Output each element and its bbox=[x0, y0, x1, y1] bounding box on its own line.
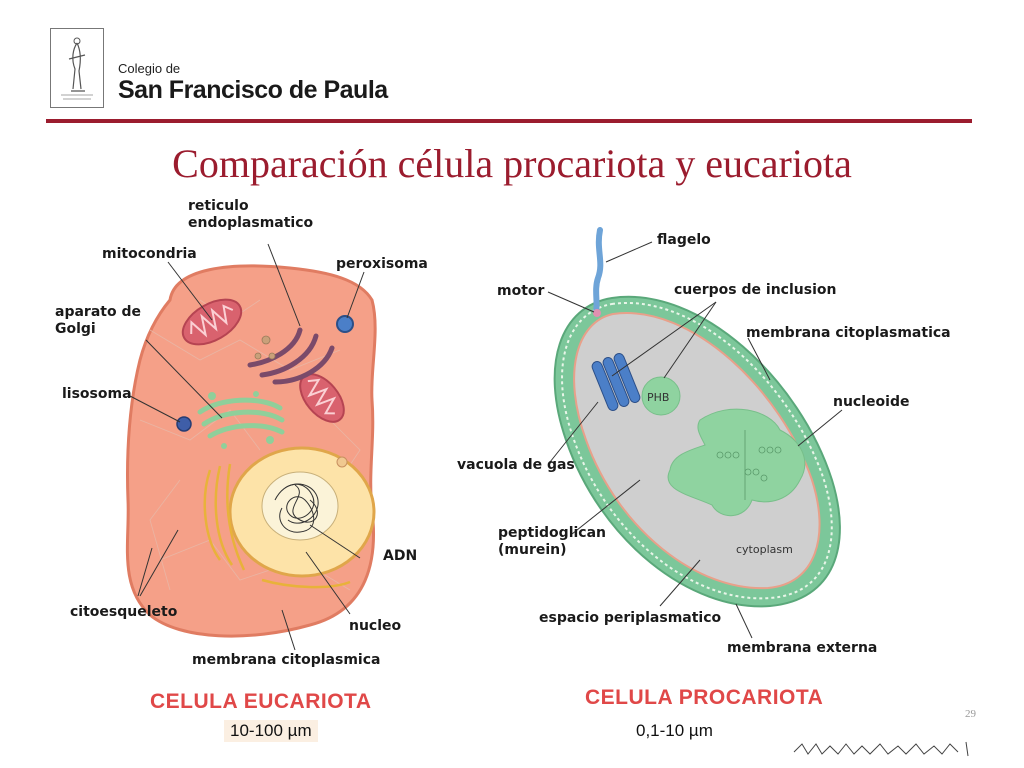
label-peroxisoma: peroxisoma bbox=[336, 256, 428, 272]
label-reticulo-endoplasmatico: reticulo endoplasmatico bbox=[188, 198, 314, 231]
mitochondrion bbox=[181, 298, 243, 346]
nucleoid bbox=[667, 408, 806, 517]
school-name: San Francisco de Paula bbox=[118, 76, 388, 104]
label-motor: motor bbox=[497, 283, 545, 299]
label-cuerpos-inclusion: cuerpos de inclusion bbox=[674, 282, 837, 298]
school-logo bbox=[50, 28, 104, 108]
nucleolus bbox=[261, 471, 339, 541]
school-name-line1: Colegio de bbox=[118, 61, 181, 76]
header-divider bbox=[46, 119, 972, 123]
label-membrana-externa: membrana externa bbox=[727, 640, 878, 656]
phb-granule bbox=[641, 376, 681, 416]
label-adn: ADN bbox=[383, 548, 418, 564]
eukaryote-leader-lines bbox=[129, 243, 365, 651]
label-lisosoma: lisosoma bbox=[62, 386, 132, 402]
lysosome bbox=[176, 416, 192, 432]
label-membrana-citoplasmatica: membrana citoplasmatica bbox=[746, 325, 951, 341]
slide-number: 29 bbox=[965, 708, 976, 720]
label-cytoplasm: cytoplasm bbox=[736, 543, 793, 556]
cytoskeleton-fibers bbox=[203, 463, 351, 589]
peroxisome bbox=[336, 315, 354, 333]
decorative-signature bbox=[793, 741, 969, 757]
label-flagelo: flagelo bbox=[657, 232, 711, 248]
size-eukaryote: 10-100 µm bbox=[224, 720, 318, 742]
prokaryote-leader-lines bbox=[547, 241, 843, 639]
label-citoesqueleto: citoesqueleto bbox=[70, 604, 178, 620]
label-espacio-periplasmatico: espacio periplasmatico bbox=[539, 610, 722, 626]
caption-prokaryote: CELULA PROCARIOTA bbox=[585, 686, 824, 709]
endoplasmic-reticulum bbox=[247, 327, 335, 385]
slide-title: Comparación célula procariota y eucariot… bbox=[172, 141, 852, 186]
size-prokaryote: 0,1-10 µm bbox=[636, 721, 713, 740]
label-nucleo: nucleo bbox=[349, 618, 402, 634]
label-phb: PHB bbox=[647, 391, 670, 404]
flagellum bbox=[593, 227, 604, 315]
golgi-apparatus bbox=[197, 397, 285, 439]
outer-membrane-dots bbox=[561, 301, 833, 600]
prokaryotic-cell bbox=[547, 227, 843, 639]
eukaryotic-cell bbox=[125, 243, 377, 651]
dna-strands bbox=[274, 483, 319, 533]
label-nucleoide: nucleoide bbox=[833, 394, 910, 410]
label-vacuola-gas: vacuola de gas bbox=[457, 457, 575, 473]
caption-eukaryote: CELULA EUCARIOTA bbox=[150, 690, 372, 713]
label-mitocondria: mitocondria bbox=[102, 246, 197, 262]
label-membrana-citoplasmica: membrana citoplasmica bbox=[192, 652, 381, 668]
gas-vacuole bbox=[591, 353, 641, 411]
flagellar-motor bbox=[593, 309, 601, 317]
label-peptidoglican: peptidoglican (murein) bbox=[498, 525, 607, 558]
label-aparato-golgi: aparato de Golgi bbox=[55, 304, 141, 337]
